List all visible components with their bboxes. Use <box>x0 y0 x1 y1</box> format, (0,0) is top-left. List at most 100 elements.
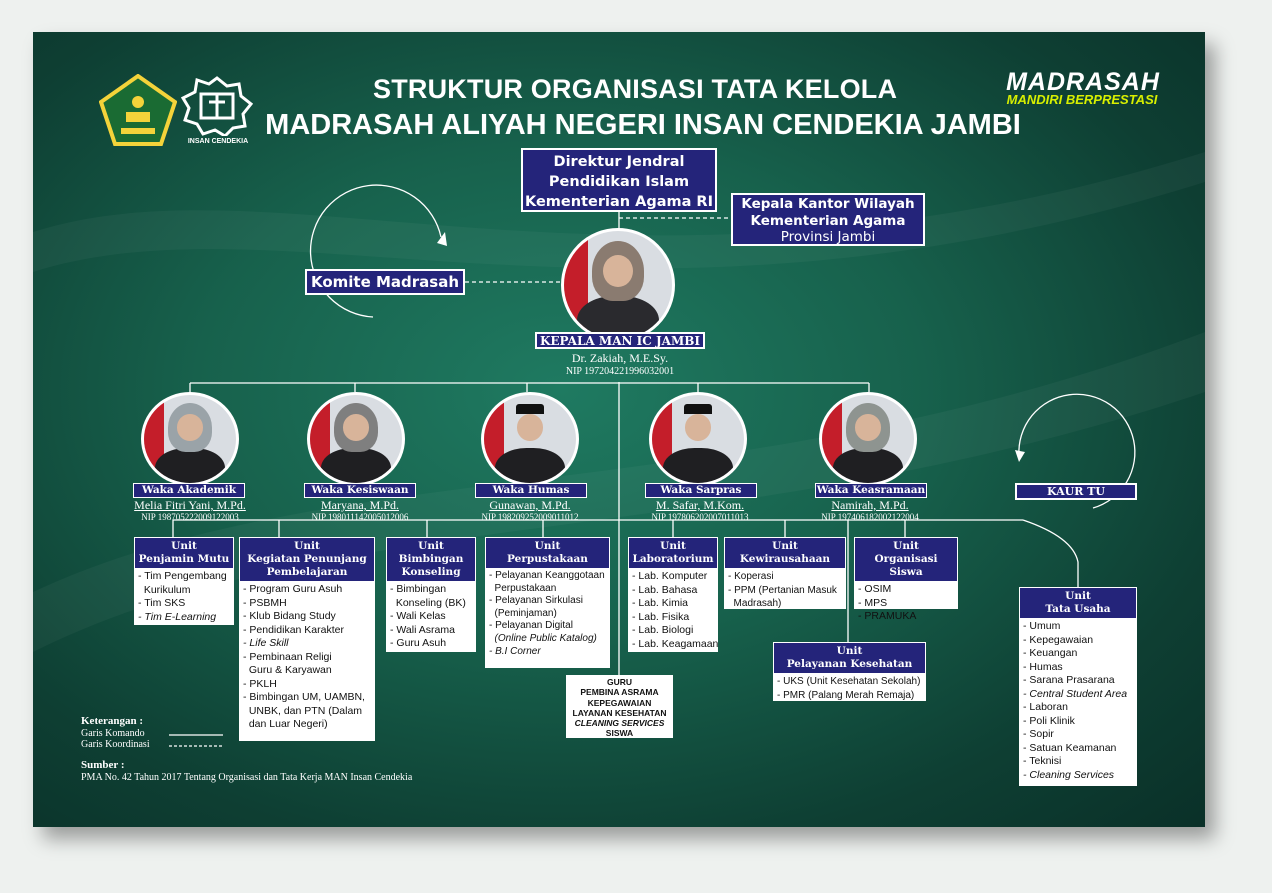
waka-nip: NIP 197806202007011013 <box>651 512 749 522</box>
source-title: Sumber : <box>81 759 125 771</box>
title-line-2: MADRASAH ALIYAH NEGERI INSAN CENDEKIA JA… <box>265 109 1021 141</box>
unit-item: - Sopir <box>1023 728 1054 740</box>
unit-item: - Tim SKS <box>138 597 186 609</box>
unit-head-line: Unit <box>418 540 444 552</box>
unit-head-line: Penjamin Mutu <box>138 553 230 565</box>
waka-title: Waka Kesiswaan <box>304 483 416 498</box>
waka-name: Gunawan, M.Pd. <box>489 498 571 512</box>
org-chart-poster: INSAN CENDEKIA STRUKTUR ORGANISASI TATA … <box>33 32 1205 827</box>
kanwil-box: Kepala Kantor Wilayah Kementerian Agama … <box>731 193 925 246</box>
kepala-nip: NIP 197204221996032001 <box>565 366 675 377</box>
unit-head-line: Laboratorium <box>632 553 714 565</box>
waka-photo <box>649 392 747 486</box>
waka-title: Waka Keasramaan <box>815 483 927 498</box>
unit-head-line: Unit <box>836 645 863 657</box>
unit-item: - Central Student Area <box>1023 687 1128 700</box>
guru-line: GURU <box>606 677 633 687</box>
unit-item: - Pelayanan Keanggotaan <box>489 570 605 581</box>
unit-item: - Guru Asuh <box>390 637 447 649</box>
kaur-tu-box: KAUR TU <box>1015 483 1137 500</box>
direktur-line: Kementerian Agama RI <box>524 194 713 210</box>
legend-koordinasi: Garis Koordinasi <box>81 739 150 750</box>
logo-caption: INSAN CENDEKIA <box>187 138 249 145</box>
unit-item: Guru & Karyawan <box>243 664 332 676</box>
insan-cendekia-logo <box>181 76 253 136</box>
unit-item: - Lab. Komputer <box>632 570 708 582</box>
unit-item: - Lab. Fisika <box>632 610 690 623</box>
legend-komando: Garis Komando <box>81 728 145 739</box>
kanwil-line: Kepala Kantor Wilayah <box>741 196 915 212</box>
unit-head-line: Unit <box>534 540 561 552</box>
unit-head-line: Pembelajaran <box>266 566 348 578</box>
unit-head-line: Unit <box>294 540 320 552</box>
waka-photo <box>819 392 917 486</box>
unit-head-line: Unit <box>171 540 197 552</box>
direktur-box: Direktur Jendral Pendidikan Islam Kement… <box>521 148 717 212</box>
unit-item: - B.I Corner <box>489 645 541 657</box>
unit-item: - Poli Klinik <box>1023 714 1075 727</box>
unit-item: - Koperasi <box>728 571 774 582</box>
unit-item: - Teknisi <box>1023 755 1062 767</box>
unit-head-line: Bimbingan <box>398 553 464 565</box>
direktur-line: Direktur Jendral <box>553 154 685 170</box>
unit-head-line: Perpustakaan <box>507 553 588 565</box>
waka-name: Namirah, M.Pd. <box>831 498 909 512</box>
unit-item: - Cleaning Services <box>1023 768 1115 781</box>
unit-item: - Wali Asrama <box>390 623 455 636</box>
unit-item: - Humas <box>1023 660 1063 673</box>
unit-item: dan Luar Negeri) <box>243 718 328 730</box>
guru-line: SISWA <box>605 728 634 739</box>
unit-item: - Klub Bidang Study <box>243 610 336 622</box>
source-text: PMA No. 42 Tahun 2017 Tentang Organisasi… <box>81 772 413 783</box>
unit-head-line: Pelayanan Kesehatan <box>786 658 913 670</box>
guru-line: CLEANING SERVICES <box>574 718 665 729</box>
waka-nip: NIP 198011142005012006 <box>311 512 409 522</box>
kanwil-line: Provinsi Jambi <box>780 229 876 245</box>
direktur-line: Pendidikan Islam <box>548 174 690 190</box>
unit-item: - Lab. Kimia <box>632 597 689 609</box>
brand-main: MADRASAH <box>1006 68 1160 96</box>
title-line-1: STRUKTUR ORGANISASI TATA KELOLA <box>373 74 898 104</box>
unit-item: - Laboran <box>1023 701 1068 713</box>
unit-head-line: Unit <box>1065 590 1091 602</box>
kepala-title: KEPALA MAN IC JAMBI <box>535 332 705 349</box>
unit-head-line: Organisasi Siswa <box>874 553 938 578</box>
waka-photo <box>141 392 239 486</box>
unit-item: Madrasah) <box>728 598 782 609</box>
waka-photo <box>307 392 405 486</box>
unit-item: - Bimbingan <box>390 583 447 595</box>
legend-title: Keterangan : <box>81 715 144 727</box>
unit-head-line: Tata Usaha <box>1045 603 1111 615</box>
unit-item: - Sarana Prasarana <box>1023 674 1115 686</box>
guru-line: LAYANAN KESEHATAN <box>572 707 667 718</box>
waka-title: Waka Sarpras <box>645 483 757 498</box>
unit-head-line: Unit <box>893 540 919 552</box>
waka-nip: NIP 198209252009011012 <box>481 512 579 522</box>
unit-item: - Life Skill <box>243 637 289 649</box>
unit-item: - PRAMUKA <box>858 610 917 622</box>
waka-name: Melia Fitri Yani, M.Pd. <box>134 498 246 512</box>
waka-name: M. Safar, M.Kom. <box>655 498 745 512</box>
unit-item: Perpustakaan <box>489 582 557 594</box>
unit-item: Konseling (BK) <box>390 596 466 609</box>
guru-line: KEPEGAWAIAN <box>587 697 652 708</box>
unit-item: (Peminjaman) <box>489 607 557 619</box>
kepala-photo <box>561 228 675 342</box>
unit-item: - Tim Pengembang <box>138 570 227 582</box>
unit-item: - Wali Kelas <box>390 610 446 622</box>
kemenag-logo <box>99 74 177 146</box>
unit-item: Kurikulum <box>138 583 191 596</box>
unit-item: - Umum <box>1023 620 1061 632</box>
unit-item: - Keuangan <box>1023 647 1078 659</box>
unit-item: (Online Public Katalog) <box>489 632 597 644</box>
unit-item: - Pelayanan Sirkulasi <box>489 595 583 607</box>
waka-nip: NIP 197406182002122004 <box>821 512 919 522</box>
unit-item: - Program Guru Asuh <box>243 583 343 595</box>
unit-item: - PPM (Pertanian Masuk <box>728 584 837 596</box>
waka-nip: NIP 198705222009122003 <box>141 512 239 522</box>
